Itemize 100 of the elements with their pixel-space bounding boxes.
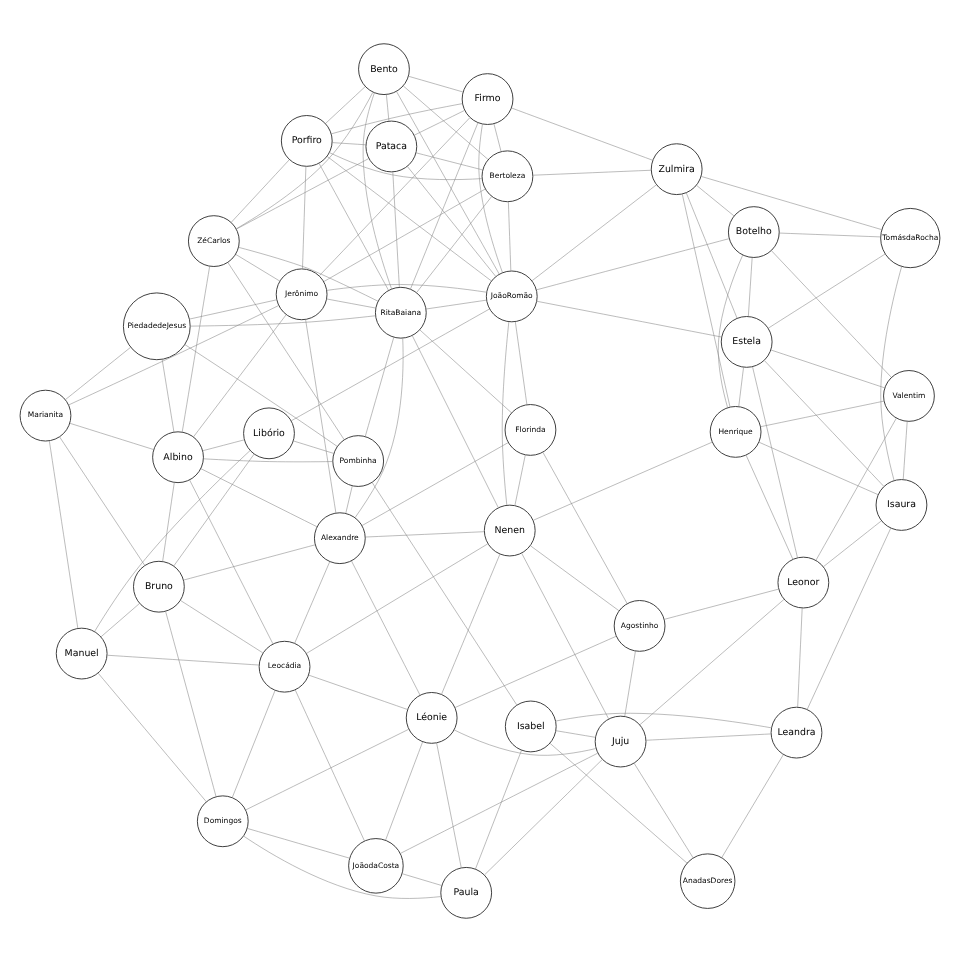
connector: [752, 365, 798, 557]
connector: [413, 109, 465, 135]
connector: [408, 74, 464, 92]
connector: [639, 598, 785, 725]
connector: [392, 170, 400, 287]
connector: [243, 834, 441, 898]
connector: [902, 420, 908, 479]
connector: [69, 422, 154, 449]
connector: [200, 467, 318, 527]
connector: [345, 484, 353, 513]
connector: [454, 635, 617, 707]
connector: [291, 307, 490, 420]
connector: [416, 195, 492, 292]
connector: [771, 249, 892, 377]
connector: [294, 688, 365, 841]
connector: [475, 748, 522, 869]
connector: [696, 184, 735, 216]
connector: [624, 649, 636, 716]
connector: [68, 304, 279, 405]
connector: [415, 151, 483, 170]
connector: [161, 358, 175, 432]
connector: [663, 587, 779, 619]
connector: [385, 740, 423, 840]
connector: [189, 314, 376, 326]
connector: [326, 283, 487, 292]
connector: [325, 85, 366, 123]
connector: [402, 872, 443, 885]
connector: [410, 121, 479, 289]
connector: [478, 122, 503, 272]
connector: [738, 365, 744, 406]
connector: [49, 439, 79, 628]
connector: [815, 416, 897, 560]
connector: [329, 151, 483, 179]
connector: [386, 93, 390, 121]
connector: [173, 452, 255, 566]
connector: [354, 337, 404, 517]
connector: [760, 399, 884, 426]
connector: [193, 313, 287, 437]
connector: [189, 478, 274, 644]
connector: [293, 439, 335, 453]
connector: [245, 727, 409, 810]
connector: [549, 742, 688, 863]
connector: [305, 318, 337, 513]
connector: [302, 165, 307, 269]
connector: [180, 599, 264, 653]
connector: [748, 256, 753, 316]
connector: [530, 544, 620, 611]
connector: [319, 116, 470, 275]
connector: [806, 526, 892, 709]
connector: [555, 712, 772, 728]
connector: [308, 673, 408, 709]
connector: [97, 671, 207, 802]
connector: [306, 542, 489, 653]
connector: [441, 553, 501, 694]
connector: [555, 729, 596, 737]
connector: [501, 320, 510, 505]
connector: [514, 453, 526, 505]
connector: [351, 559, 421, 695]
connector: [202, 438, 245, 451]
connector: [531, 183, 657, 281]
connector: [231, 689, 276, 797]
connector: [453, 728, 597, 755]
connector: [797, 606, 803, 707]
connector: [745, 453, 794, 559]
connector: [235, 253, 281, 281]
connector: [419, 328, 512, 413]
connector: [326, 297, 377, 308]
connector: [718, 253, 743, 407]
connector: [768, 252, 886, 328]
connector: [764, 359, 885, 486]
connector: [236, 157, 370, 229]
connector: [721, 753, 784, 857]
connector: [542, 451, 628, 603]
connector: [407, 165, 496, 276]
connector: [880, 265, 902, 480]
connector: [645, 732, 772, 740]
connector: [633, 762, 694, 858]
connector: [184, 343, 338, 446]
connector: [203, 457, 333, 462]
connector: [511, 106, 653, 160]
connector: [162, 481, 175, 561]
connector: [770, 348, 885, 388]
connector: [521, 551, 609, 719]
connector: [425, 298, 487, 309]
connector: [493, 122, 502, 151]
connector: [536, 237, 730, 290]
connector: [396, 90, 500, 274]
connector: [515, 320, 528, 404]
connector: [532, 168, 652, 175]
connector: [682, 192, 731, 407]
connector: [533, 440, 713, 520]
connector: [701, 175, 882, 229]
connector: [231, 158, 290, 222]
connector: [59, 435, 146, 565]
connector: [94, 449, 251, 631]
connector: [165, 610, 217, 796]
connector: [823, 519, 882, 566]
connector: [758, 440, 879, 494]
connector: [536, 300, 722, 337]
connector: [189, 298, 277, 319]
